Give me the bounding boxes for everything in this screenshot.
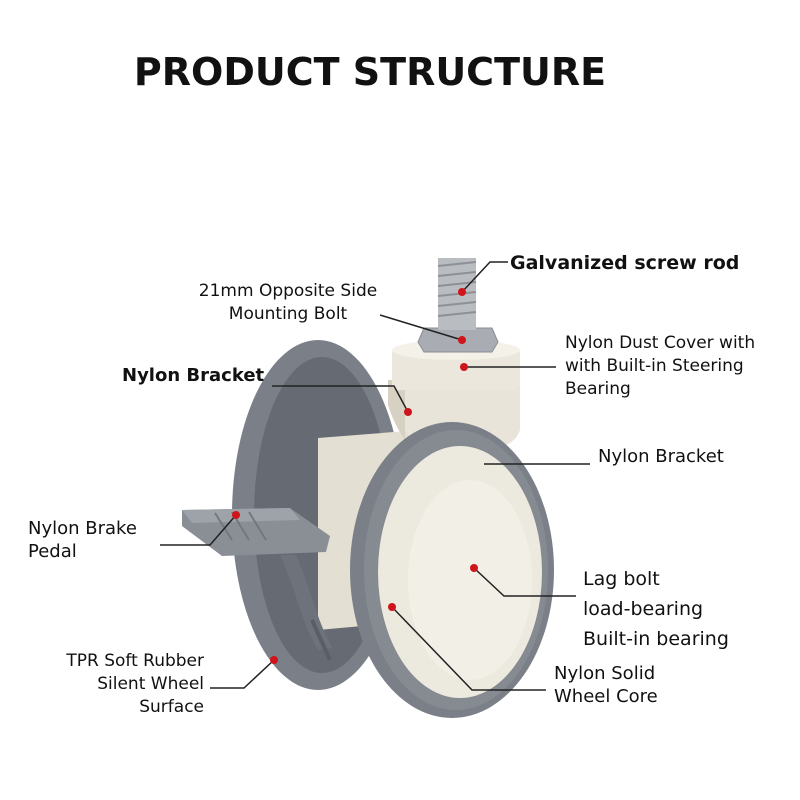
label-nylon-bracket-top: Nylon Bracket xyxy=(122,365,265,386)
dot-mounting-bolt xyxy=(458,336,466,344)
leader-wheel-core xyxy=(391,606,546,691)
dot-lag-bolt xyxy=(470,564,478,572)
leader-bracket-top xyxy=(272,385,409,413)
label-wheel-core: Nylon Solid Wheel Core xyxy=(554,663,658,707)
dot-tpr xyxy=(270,656,278,664)
leader-tpr xyxy=(210,659,275,689)
screw-threads xyxy=(437,261,477,317)
callout-dots xyxy=(232,288,478,664)
page-title: PRODUCT STRUCTURE xyxy=(133,50,607,94)
brake-rod xyxy=(310,619,332,661)
leader-brake-pedal xyxy=(160,514,237,546)
label-dust-cover: Nylon Dust Cover with with Built-in Stee… xyxy=(565,333,756,399)
leader-lines xyxy=(160,261,590,691)
label-lag-bolt: Lag bolt load-bearing Built-in bearing xyxy=(583,568,729,650)
leader-lag-bolt xyxy=(473,567,576,597)
label-nylon-bracket-right: Nylon Bracket xyxy=(598,446,724,467)
brake-pedal-top xyxy=(182,508,300,523)
dot-dust-cover xyxy=(460,363,468,371)
dot-wheel-core xyxy=(388,603,396,611)
dot-screw-rod xyxy=(458,288,466,296)
bracket-shade xyxy=(388,380,405,440)
label-tpr-wheel-surface: TPR Soft Rubber Silent Wheel Surface xyxy=(66,651,204,717)
brake-arm xyxy=(280,555,332,650)
label-mounting-bolt: 21mm Opposite Side Mounting Bolt xyxy=(198,281,378,324)
wheel-core-shade xyxy=(408,480,532,680)
leader-mounting-bolt xyxy=(379,314,463,341)
dot-bracket-top xyxy=(404,408,412,416)
label-brake-pedal: Nylon Brake Pedal xyxy=(28,518,137,562)
leader-screw-rod xyxy=(461,261,508,293)
dot-brake-pedal xyxy=(232,511,240,519)
label-galvanized-screw-rod: Galvanized screw rod xyxy=(510,252,740,274)
